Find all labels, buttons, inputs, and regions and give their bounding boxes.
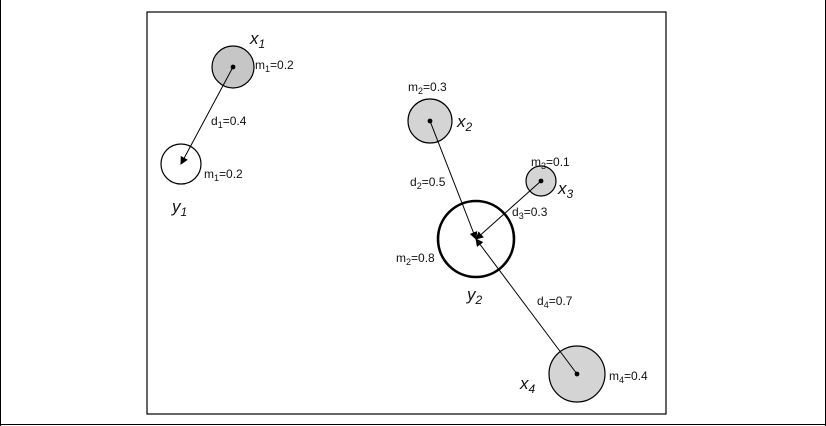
- diagram-frame: [146, 11, 667, 415]
- mass-label-x4: m4=0.4: [609, 369, 648, 385]
- distance-label-d1: d1=0.4: [211, 114, 247, 130]
- mass-label-x1: m1=0.2: [255, 58, 294, 74]
- flow-arrow-x3-y2: [475, 180, 542, 240]
- flow-arrow-x2-y2: [429, 120, 478, 240]
- node-label-x2: x2: [456, 112, 473, 134]
- distance-label-d3: d3=0.3: [512, 205, 548, 221]
- mass-label-y2: m2=0.8: [396, 251, 435, 267]
- distance-label-d2: d2=0.5: [410, 175, 446, 191]
- outer-border-bottom: [0, 424, 826, 425]
- node-label-y1: y1: [171, 197, 187, 219]
- mass-label-x2: m2=0.3: [408, 80, 447, 96]
- mass-label-y1: m1=0.2: [204, 167, 243, 183]
- node-label-y2: y2: [466, 285, 483, 307]
- node-label-x1: x1: [249, 29, 265, 51]
- node-label-x4: x4: [519, 374, 536, 396]
- mass-label-x3: m3=0.1: [531, 155, 570, 171]
- flow-arrow-x1-y1: [180, 66, 234, 165]
- outer-border-left: [0, 0, 1, 426]
- distance-label-d4: d4=0.7: [537, 294, 573, 310]
- flow-arrow-x4-y2: [475, 238, 578, 375]
- node-label-x3: x3: [557, 179, 574, 201]
